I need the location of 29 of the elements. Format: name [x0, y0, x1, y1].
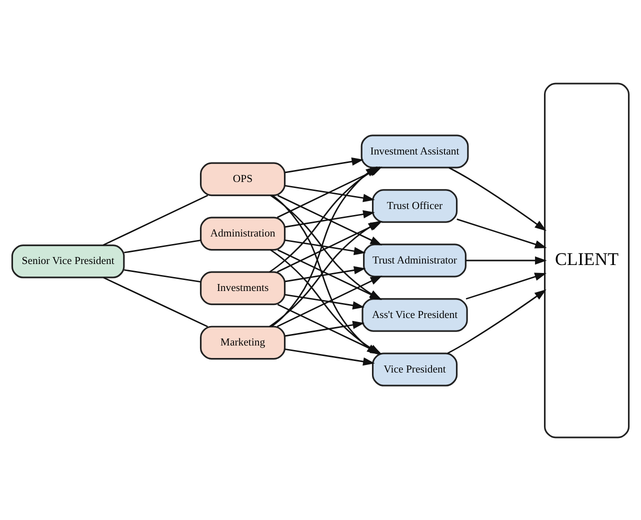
- node-box: Senior Vice President: [11, 244, 125, 278]
- connector: [124, 239, 201, 253]
- node-box: Ass't Vice President: [362, 298, 468, 332]
- arrow: [448, 166, 547, 231]
- arrow: [447, 288, 546, 354]
- connector: [124, 268, 201, 282]
- arrow: [284, 293, 365, 309]
- node-box: OPS: [200, 162, 286, 196]
- connector: [102, 194, 208, 246]
- node-box: Administration: [200, 216, 286, 250]
- node-box: Investment Assistant: [360, 134, 469, 168]
- arrow: [271, 166, 378, 327]
- node-box: Vice President: [372, 352, 458, 386]
- arrow: [466, 272, 547, 300]
- node-box: Trust Officer: [372, 188, 458, 222]
- node-box: Trust Administrator: [363, 243, 466, 277]
- arrow: [466, 256, 547, 264]
- arrow: [284, 210, 375, 228]
- node-box: Investments: [200, 270, 286, 305]
- connector: [103, 276, 208, 327]
- arrow: [456, 218, 547, 248]
- node-box: CLIENT: [544, 82, 630, 438]
- arrow: [284, 348, 375, 366]
- node-box: Marketing: [200, 325, 286, 360]
- arrow: [284, 266, 366, 282]
- arrow: [284, 320, 365, 336]
- arrow: [284, 238, 366, 255]
- arrow: [284, 184, 375, 202]
- arrow: [284, 156, 364, 173]
